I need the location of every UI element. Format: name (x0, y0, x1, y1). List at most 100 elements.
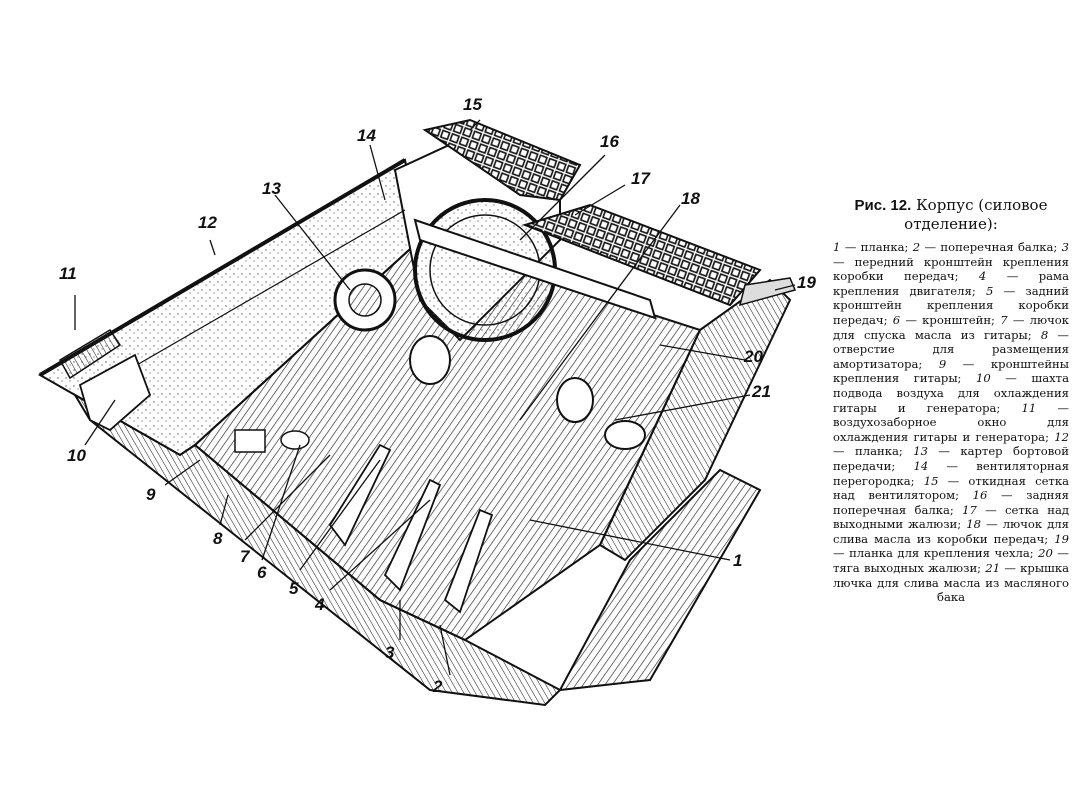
legend-item-text: — задний кронштейн крепления коробки пер… (833, 283, 1069, 327)
callout-3: 3 (385, 643, 395, 662)
callout-14: 14 (357, 126, 376, 145)
legend-item-text: — передний кронштейн крепления коробки п… (833, 254, 1069, 284)
legend-item-text: — задняя поперечная балка; (833, 488, 1069, 517)
legend-item-number: 8 (1040, 327, 1049, 342)
callout-19: 19 (797, 273, 816, 292)
callout-5: 5 (289, 579, 299, 598)
hull-front-wall (72, 392, 562, 707)
callout-20: 20 (744, 347, 763, 366)
legend-item-number: 11 (1021, 400, 1037, 415)
legend-item-text: — рама крепления двигателя; (833, 269, 1069, 298)
callout-21: 21 (752, 382, 771, 401)
legend-text: 1 — планка; 2 — поперечная балка; 3 — пе… (833, 240, 1069, 605)
callout-9: 9 (146, 485, 156, 504)
gitara-brackets (234, 429, 266, 453)
legend-item: 4 — рама крепления двигателя; (833, 269, 1069, 298)
legend-item-text: — воздухозаборное окно для охлаждения ги… (833, 400, 1070, 444)
legend-item-number: 5 (985, 283, 994, 298)
legend-item-number: 12 (1054, 429, 1069, 444)
legend-item: 15 — откидная сетка над вентилятором; (833, 474, 1069, 503)
leader-lines (74, 119, 796, 676)
legend-item-text: — поперечная балка; (920, 240, 1062, 254)
legend-item-number: 15 (923, 473, 939, 488)
hull-drawing (38, 118, 797, 707)
rear-beam (413, 218, 657, 320)
legend-item-number: 17 (962, 502, 977, 517)
legend-item-number: 9 (938, 356, 947, 371)
legend-item-number: 19 (1054, 531, 1069, 546)
legend-item: 17 — сетка над выходными жалюзи; (833, 503, 1069, 532)
legend-item: 19 — планка для крепления чехла; (833, 532, 1069, 561)
callout-7: 7 (240, 547, 250, 566)
legend-item-number: 2 (912, 240, 921, 254)
air-intake-window (58, 328, 122, 380)
legend-item: 16 — задняя поперечная балка; (833, 488, 1069, 517)
legend-item-text: — крышка лючка для слива масла из маслян… (833, 561, 1069, 605)
hull-illustration: 1 2 3 4 5 6 7 8 9 10 11 12 13 14 15 16 1… (38, 95, 816, 707)
legend-item-text: — планка для крепления чехла; (833, 546, 1039, 561)
callout-4: 4 (315, 595, 325, 614)
legend-item-number: 1 (833, 240, 841, 254)
caption-title: Рис. 12. Корпус (силовое отделение): (833, 196, 1069, 234)
legend-item: 8 — отверстие для размещения амортизатор… (833, 328, 1069, 371)
legend-item-text: — вентиляторная перегородка; (833, 458, 1070, 488)
legend-item: 14 — вентиляторная перегородка; (833, 459, 1069, 488)
legend-item: 20 — тяга выходных жалюзи; (833, 546, 1069, 575)
legend-item-number: 4 (978, 269, 987, 284)
legend-item-number: 3 (1061, 240, 1069, 254)
callout-17: 17 (631, 169, 650, 188)
legend-item-number: 14 (913, 458, 929, 473)
air-duct (78, 353, 152, 432)
legend-item-text: — шахта подвода воздуха для охлаждения г… (833, 371, 1069, 415)
legend-item-number: 7 (1000, 312, 1008, 327)
legend-item-text: — кронштейн; (900, 312, 1001, 327)
callout-10: 10 (67, 446, 86, 465)
legend-item-text: — планка; (833, 444, 914, 459)
callout-8: 8 (213, 529, 223, 548)
drain-hatch-cover (604, 420, 646, 450)
hull-right-wall (598, 278, 792, 562)
legend-item-number: 18 (966, 517, 982, 532)
legend-item-number: 10 (976, 371, 991, 386)
legend-item: 7 — лючок для спуска масла из гитары; (833, 313, 1069, 342)
callout-12: 12 (198, 213, 217, 232)
legend-item: 12 — планка; (833, 430, 1069, 459)
legend-item: 9 — кронштейны крепления гитары; (833, 357, 1069, 386)
callout-16: 16 (600, 132, 619, 151)
callout-18: 18 (681, 189, 700, 208)
legend-item-number: 20 (1038, 546, 1053, 561)
callout-2: 2 (433, 677, 443, 696)
legend-item-text: — кронштейны крепления гитары; (833, 356, 1070, 386)
legend-item: 18 — лючок для слива масла из коробки пе… (833, 517, 1069, 546)
legend-item-number: 13 (913, 444, 928, 459)
figure-label: Рис. 12. (854, 197, 912, 214)
legend-item-text: — планка; (840, 240, 913, 254)
legend-item-number: 16 (972, 488, 988, 503)
legend-item: 21 — крышка лючка для слива масла из мас… (833, 561, 1069, 604)
legend-item: 2 — поперечная балка; (913, 240, 1062, 254)
legend-item-text: — отверстие для размещения амортизатора; (833, 327, 1070, 371)
callout-11: 11 (59, 264, 77, 283)
legend-item-text: — сетка над выходными жалюзи; (833, 502, 1070, 532)
rear-plank (738, 277, 797, 307)
side-louvres (558, 468, 762, 692)
legend-item: 6 — кронштейн; (893, 313, 1000, 327)
legend-item: 1 — планка; (833, 240, 913, 254)
legend-item-text: — тяга выходных жалюзи; (833, 546, 1070, 576)
figure-caption: Рис. 12. Корпус (силовое отделение): 1 —… (833, 196, 1069, 605)
legend-item-text: — откидная сетка над вентилятором; (833, 473, 1069, 503)
legend-item: 5 — задний кронштейн крепления коробки п… (833, 284, 1069, 327)
engine-frame (328, 443, 392, 547)
callout-6: 6 (257, 563, 267, 582)
legend-item-text: — лючок для слива масла из коробки перед… (833, 517, 1069, 546)
legend-item: 3 — передний кронштейн крепления коробки… (833, 240, 1069, 283)
legend-item: 11 — воздухозаборное окно для охлаждения… (833, 401, 1069, 444)
legend-item-text: — лючок для спуска масла из гитары; (833, 312, 1069, 342)
legend-item: 10 — шахта подвода воздуха для охлаждени… (833, 371, 1069, 414)
callout-1: 1 (733, 551, 743, 570)
legend-item: 13 — картер бортовой передачи; (833, 444, 1069, 473)
legend-item-text: — картер бортовой передачи; (833, 444, 1070, 473)
callout-15: 15 (463, 95, 482, 114)
legend-item-number: 21 (985, 561, 1001, 576)
callout-13: 13 (262, 179, 281, 198)
